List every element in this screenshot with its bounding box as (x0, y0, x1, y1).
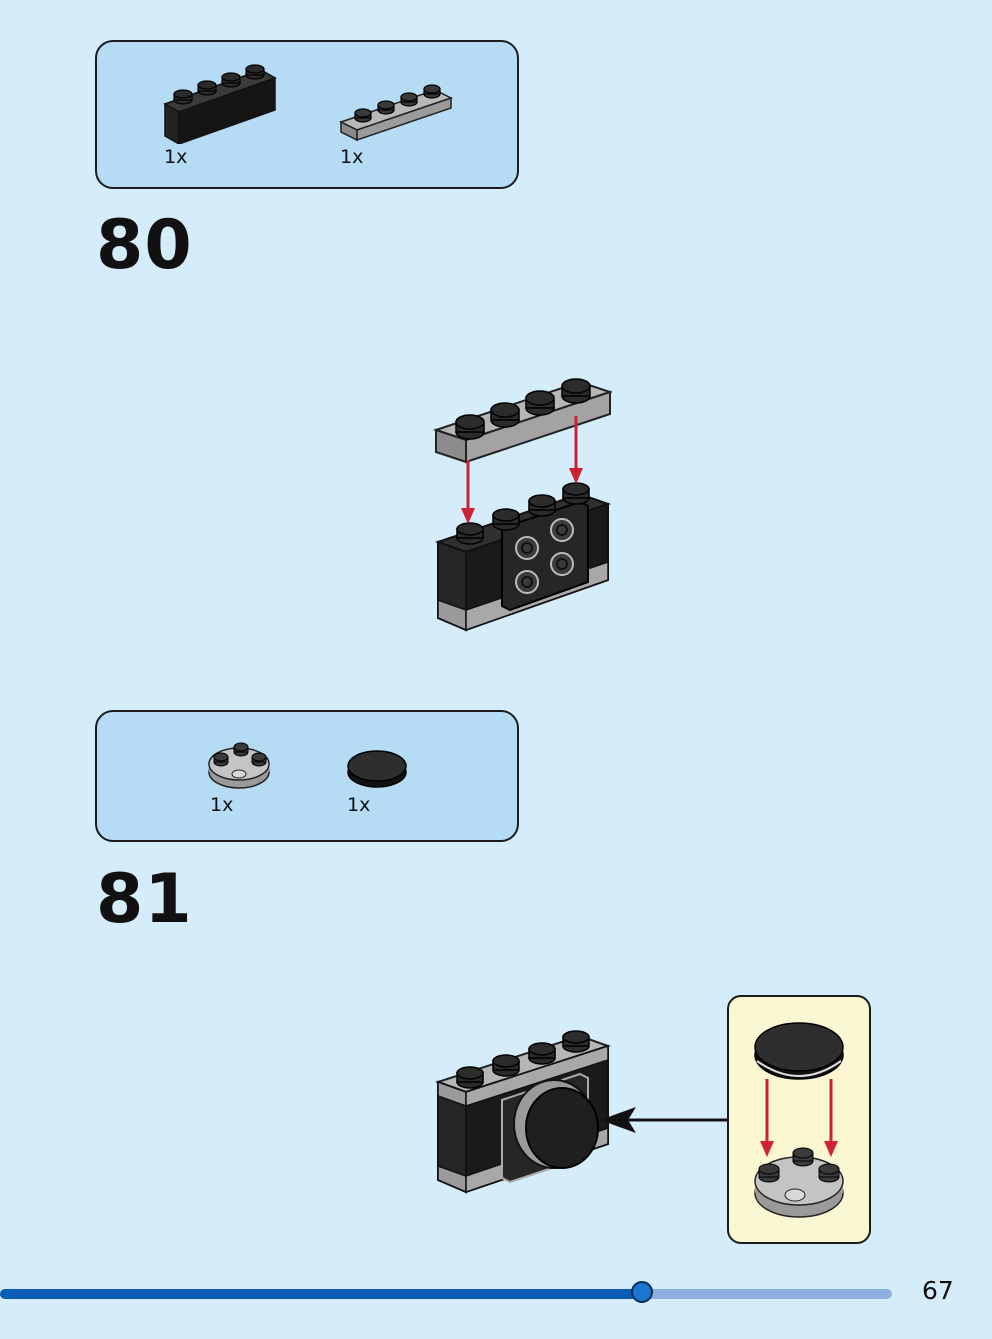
black-round-tile-2x2-icon (347, 750, 407, 788)
sub-assembly-callout (727, 995, 871, 1244)
progress-knob (631, 1281, 653, 1303)
step-number-81: 81 (96, 860, 193, 939)
callout-sub-assembly-illustration (754, 1022, 844, 1218)
step-80-part-1-qty: 1x (164, 146, 188, 168)
parts-box-step-80: 1x 1x (95, 40, 519, 189)
grey-plate-1x4-icon (339, 84, 453, 142)
parts-box-step-81: 1x 1x (95, 710, 519, 842)
page-number: 67 (922, 1276, 954, 1305)
step-81-part-1-qty: 1x (210, 794, 234, 816)
step-number-80: 80 (96, 206, 193, 285)
attach-arrow-icon (600, 1107, 728, 1133)
grey-round-plate-2x2-icon (208, 742, 270, 789)
step-81-part-2-qty: 1x (347, 794, 371, 816)
progress-fill (0, 1289, 642, 1299)
step-80-part-2-qty: 1x (340, 146, 364, 168)
step-80-assembly-illustration (432, 378, 614, 632)
step-81-camera-illustration (434, 1030, 612, 1194)
black-brick-1x4-icon (163, 64, 277, 144)
